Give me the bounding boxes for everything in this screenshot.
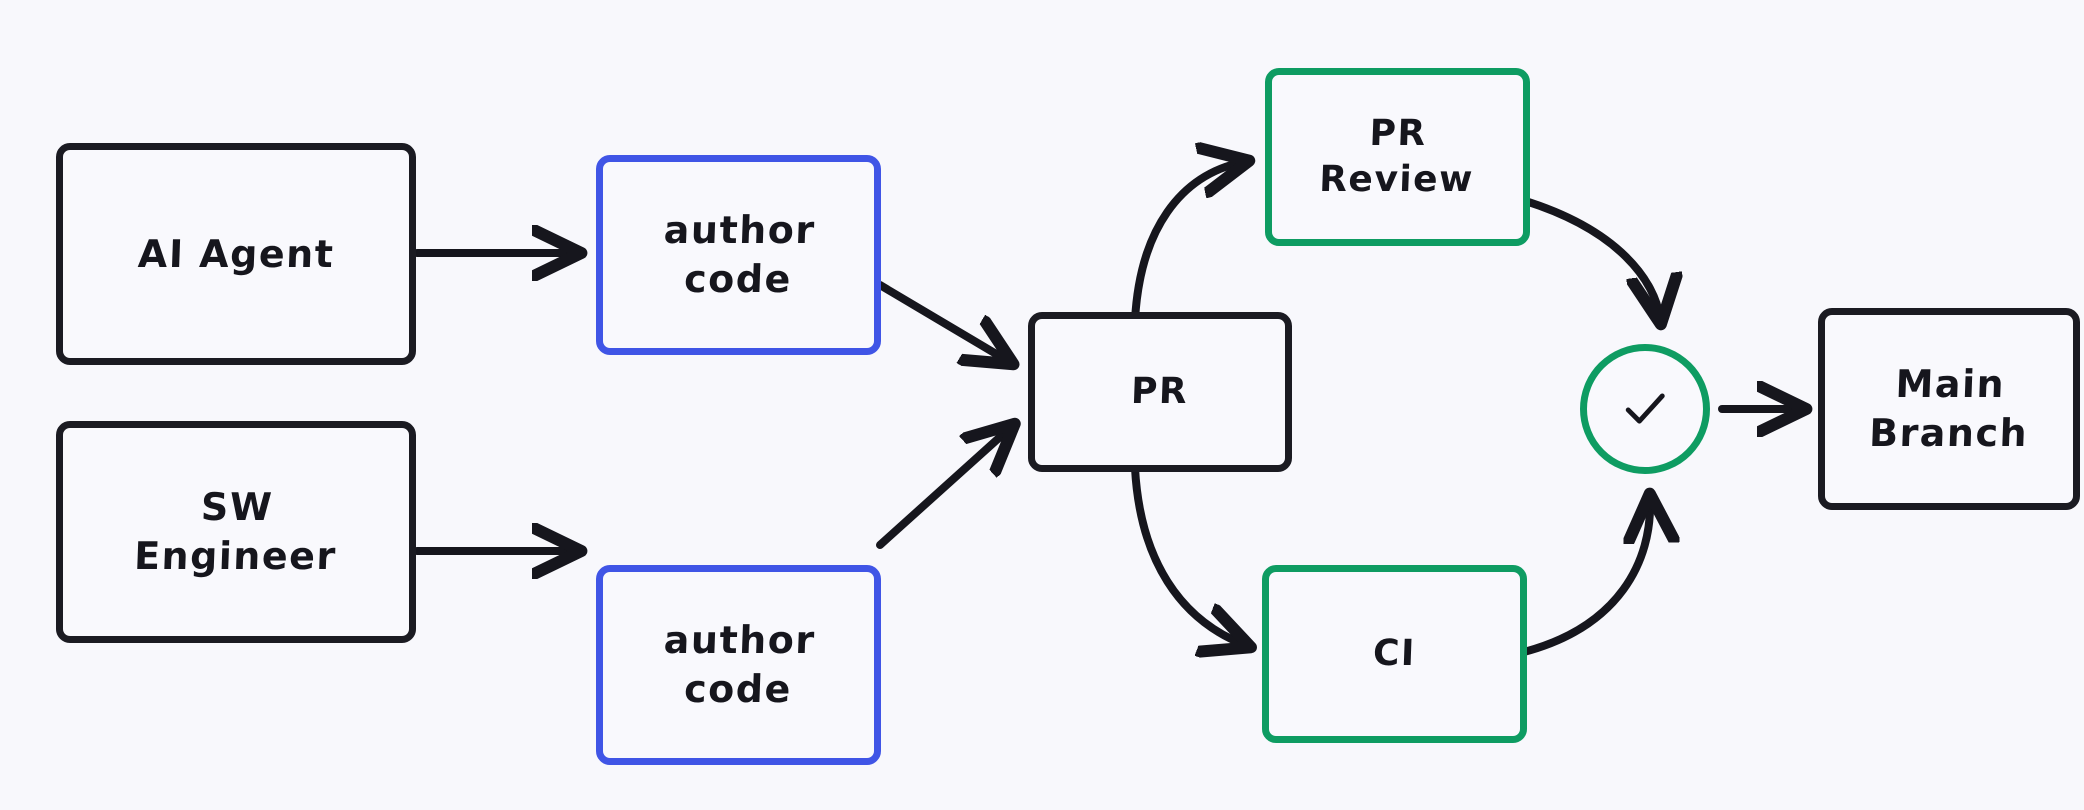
node-pr-review-label: PR Review (1318, 112, 1475, 200)
node-author-code-top[interactable]: author code (596, 155, 881, 355)
edge-pr-review-to-check (1518, 196, 1660, 318)
edge-pr-to-pr-review (1131, 162, 1243, 324)
node-ci-label: CI (1372, 632, 1417, 674)
edge-pr-to-ci (1131, 464, 1245, 645)
node-author-code-top-label: author code (662, 208, 817, 301)
node-sw-engineer-label: SW Engineer (133, 485, 338, 578)
node-author-code-bottom[interactable]: author code (596, 565, 881, 765)
node-ci[interactable]: CI (1262, 565, 1527, 743)
node-sw-engineer[interactable]: SW Engineer (56, 421, 416, 643)
check-icon (1625, 393, 1665, 424)
node-pr-review[interactable]: PR Review (1265, 68, 1530, 246)
node-pr[interactable]: PR (1028, 312, 1292, 472)
node-main-branch[interactable]: Main Branch (1818, 308, 2080, 510)
node-ai-agent[interactable]: AI Agent (56, 143, 416, 365)
node-pr-label: PR (1130, 370, 1190, 412)
merge-check-badge[interactable] (1580, 344, 1710, 474)
node-ai-agent-label: AI Agent (137, 231, 335, 276)
edge-author-code-bottom-to-pr (876, 428, 1010, 549)
edge-ci-to-check (1516, 500, 1650, 657)
node-main-branch-label: Main Branch (1867, 362, 2029, 455)
edge-author-code-top-to-pr (876, 281, 1008, 361)
node-author-code-bottom-label: author code (662, 618, 817, 711)
